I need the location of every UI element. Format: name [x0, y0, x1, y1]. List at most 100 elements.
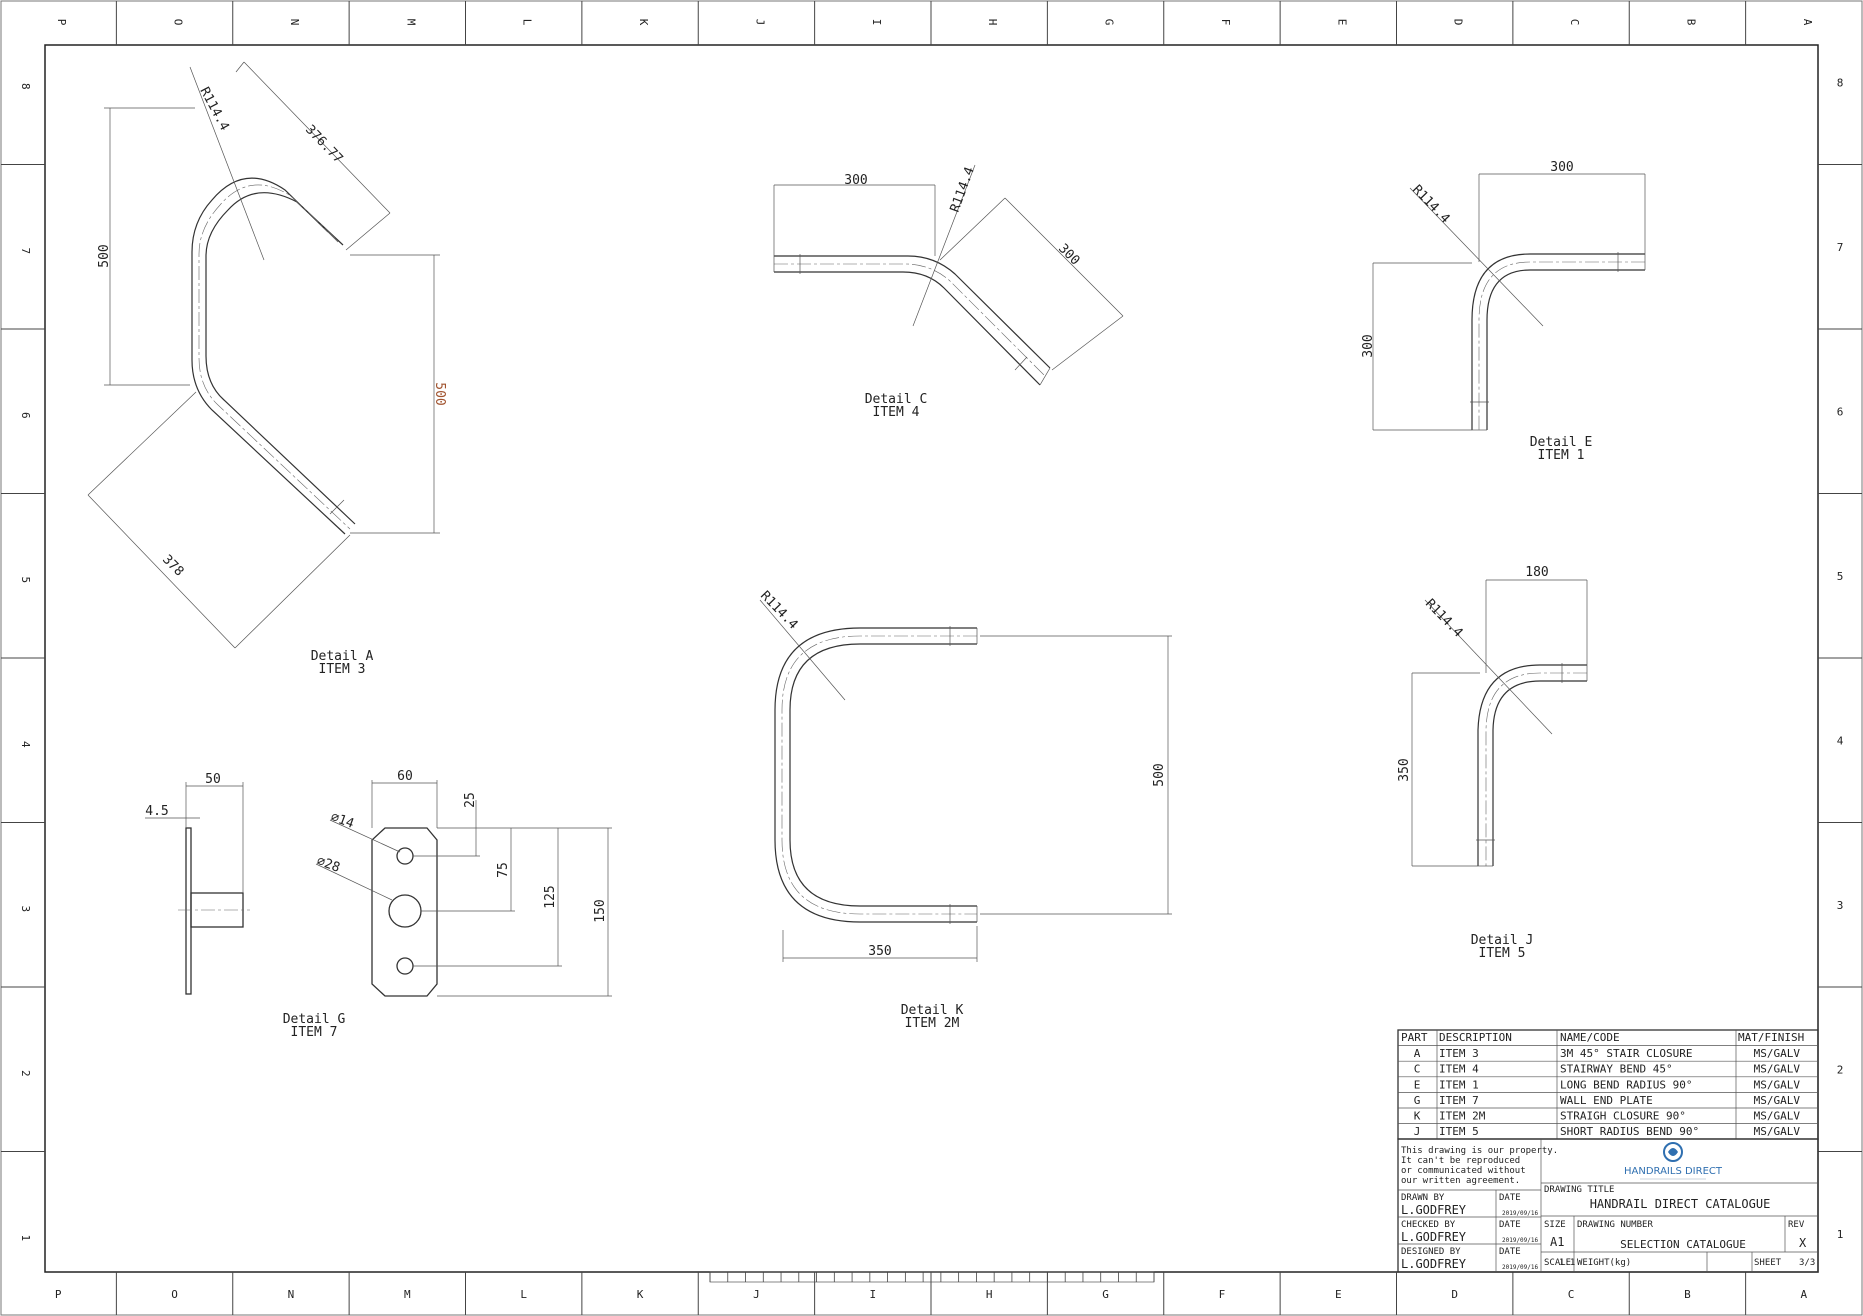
weight-label: WEIGHT(kg): [1577, 1258, 1631, 1268]
zone-col-bottom-F: F: [1219, 1288, 1226, 1301]
detail-k-title: Detail K: [901, 1003, 964, 1018]
parts-row-E-cell-1: ITEM 1: [1439, 1078, 1479, 1091]
sheet-value: 3/3: [1799, 1258, 1815, 1268]
zone-col-bottom-K: K: [637, 1288, 644, 1301]
detail-j-tube-inner: [1492, 680, 1587, 866]
detail-a-centerline: [198, 184, 351, 530]
zone-row-left-2: 2: [19, 1070, 32, 1077]
parts-row-G-cell-0: G: [1414, 1094, 1421, 1107]
parts-row-K-cell-2: STRAIGH CLOSURE 90°: [1560, 1110, 1686, 1123]
detail-g: 50 4.5 60 25 ∅14 ∅28 75 125 150 Detail G…: [145, 769, 612, 1040]
scale-ruler: [709, 1271, 1155, 1283]
zone-col-top-F: F: [1219, 19, 1232, 26]
drawing-number-label: DRAWING NUMBER: [1577, 1220, 1653, 1230]
zone-col-bottom-P: P: [55, 1288, 62, 1301]
drawn-date-label: DATE: [1499, 1193, 1521, 1203]
zone-col-bottom-G: G: [1102, 1288, 1109, 1301]
drawn-by-label: DRAWN BY: [1401, 1193, 1445, 1203]
zone-row-right-8: 8: [1837, 76, 1844, 89]
zone-row-left-3: 3: [19, 905, 32, 912]
detail-j-item: ITEM 5: [1479, 946, 1526, 961]
detail-g-dim-125: 125: [543, 885, 558, 908]
zone-col-top-O: O: [172, 19, 185, 26]
parts-row-A-cell-2: 3M 45° STAIR CLOSURE: [1560, 1047, 1692, 1060]
parts-row-E-cell-2: LONG BEND RADIUS 90°: [1560, 1078, 1692, 1091]
detail-a-title: Detail A: [311, 649, 374, 664]
zone-row-left-1: 1: [19, 1234, 32, 1241]
zone-col-top-A: A: [1801, 19, 1814, 26]
detail-k-item: ITEM 2M: [905, 1016, 960, 1031]
parts-header-name: NAME/CODE: [1560, 1031, 1620, 1044]
parts-row-G-cell-3: MS/GALV: [1754, 1094, 1801, 1107]
detail-g-title: Detail G: [283, 1012, 346, 1027]
detail-e-tube-inner: [1486, 269, 1645, 430]
parts-row-J-cell-1: ITEM 5: [1439, 1125, 1479, 1138]
parts-row-E-cell-0: E: [1414, 1078, 1421, 1091]
drawn-by-value: L.GODFREY: [1401, 1203, 1467, 1217]
detail-e-title: Detail E: [1530, 435, 1593, 450]
detail-a-item: ITEM 3: [319, 662, 366, 677]
parts-row-C-cell-1: ITEM 4: [1439, 1063, 1479, 1076]
company-logo: HANDRAILS DIRECT: [1624, 1142, 1723, 1180]
zone-col-top-J: J: [753, 19, 766, 26]
size-label: SIZE: [1544, 1220, 1566, 1230]
parts-row-J-cell-3: MS/GALV: [1754, 1125, 1801, 1138]
detail-g-item: ITEM 7: [291, 1025, 338, 1040]
size-value: A1: [1550, 1235, 1564, 1249]
drawn-date-value: 2019/09/16: [1502, 1210, 1539, 1217]
parts-row-A-cell-1: ITEM 3: [1439, 1047, 1479, 1060]
notice-line-2: It can't be reproduced: [1401, 1156, 1520, 1166]
zone-col-bottom-O: O: [171, 1288, 178, 1301]
parts-header-part: PART: [1401, 1031, 1428, 1044]
zone-row-right-4: 4: [1837, 734, 1844, 747]
rev-value: X: [1799, 1236, 1807, 1250]
zone-col-top-C: C: [1568, 19, 1581, 26]
drawing-title-label: DRAWING TITLE: [1544, 1185, 1614, 1195]
detail-j-tube-outer: [1477, 664, 1587, 866]
detail-g-dim-depth: 50: [205, 772, 221, 787]
zone-col-bottom-M: M: [404, 1288, 411, 1301]
detail-a-dim-height: 500: [97, 244, 112, 267]
zone-col-bottom-J: J: [753, 1288, 760, 1301]
parts-row-G-cell-1: ITEM 7: [1439, 1094, 1479, 1107]
parts-row-C-cell-3: MS/GALV: [1754, 1063, 1801, 1076]
detail-k-tube-inner: [789, 643, 977, 907]
zone-col-bottom-A: A: [1801, 1288, 1808, 1301]
zone-col-bottom-B: B: [1684, 1288, 1691, 1301]
zone-row-right-3: 3: [1837, 899, 1844, 912]
detail-e-item: ITEM 1: [1538, 448, 1585, 463]
detail-e-dim-length: 300: [1550, 160, 1573, 175]
parts-row-K-cell-1: ITEM 2M: [1439, 1110, 1486, 1123]
zone-col-top-I: I: [870, 19, 883, 26]
detail-a-tube-inner: [205, 192, 356, 525]
notice-line-3: or communicated without: [1401, 1166, 1526, 1176]
zone-col-bottom-E: E: [1335, 1288, 1342, 1301]
detail-e-tube-outer: [1471, 253, 1645, 430]
zone-col-bottom-C: C: [1568, 1288, 1575, 1301]
drawing-title: HANDRAIL DIRECT CATALOGUE: [1590, 1197, 1771, 1211]
detail-j-dim-height: 350: [1397, 758, 1412, 781]
detail-c-tube-top: [774, 255, 1051, 369]
parts-row-C-cell-0: C: [1414, 1063, 1421, 1076]
zone-col-bottom-H: H: [986, 1288, 993, 1301]
zone-col-top-H: H: [986, 19, 999, 26]
zone-col-top-D: D: [1452, 19, 1465, 26]
zone-col-top-N: N: [288, 19, 301, 26]
detail-c-item: ITEM 4: [873, 405, 920, 420]
zone-row-right-7: 7: [1837, 241, 1844, 254]
zone-col-top-M: M: [404, 19, 417, 26]
zone-row-left-4: 4: [19, 741, 32, 748]
detail-a-dim-right: 500: [432, 382, 447, 405]
detail-g-dim-75: 75: [496, 862, 511, 878]
zone-col-bottom-L: L: [520, 1288, 527, 1301]
zone-col-top-B: B: [1684, 19, 1697, 26]
parts-row-J-cell-0: J: [1414, 1125, 1421, 1138]
zone-col-top-P: P: [55, 19, 68, 26]
zone-col-top-L: L: [521, 19, 534, 26]
detail-j-dim-length: 180: [1525, 565, 1548, 580]
detail-k-tube-outer: [774, 627, 977, 923]
zone-col-top-G: G: [1103, 19, 1116, 26]
